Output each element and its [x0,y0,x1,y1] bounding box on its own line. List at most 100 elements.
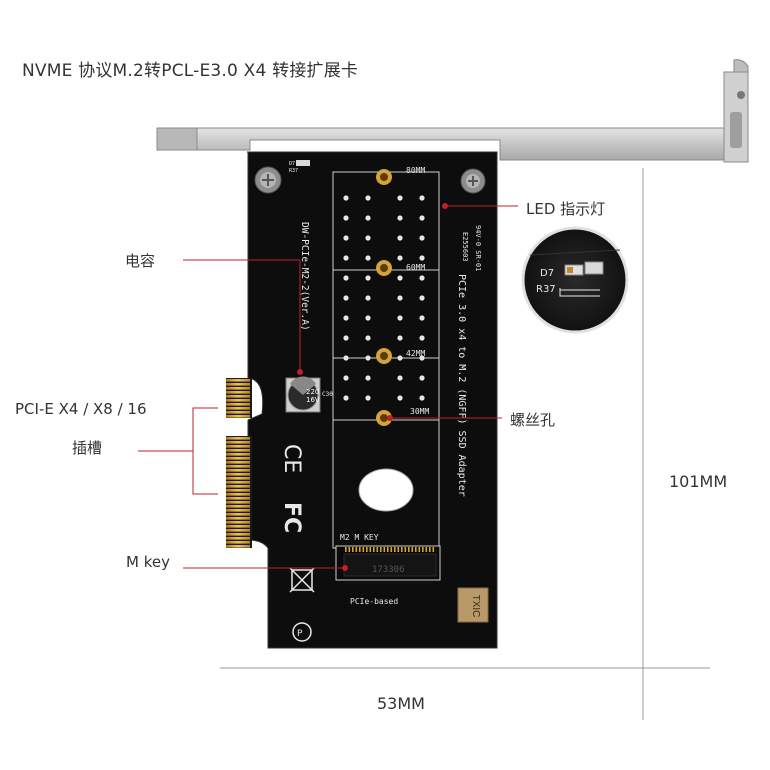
vent-dot [397,275,403,281]
m2-connector-pin [345,547,347,552]
vent-dot [419,315,425,321]
m2-connector-pin [404,547,407,552]
vent-dot [397,375,403,381]
gold-finger-pin [226,441,250,444]
vent-dot [419,395,425,401]
m2-connector-pin [359,547,361,552]
vent-dot [419,275,425,281]
gold-finger-pin [226,453,250,456]
m2-connector-pin [390,547,393,552]
width-dimension: 53MM [377,694,425,713]
vent-dot [419,355,425,361]
vent-dot [343,335,349,341]
vent-dot [419,235,425,241]
gold-finger-pin [226,457,250,460]
vent-dot-grid [343,195,425,401]
length-80mm: 80MM [406,166,425,175]
ce-mark-icon: CE [279,444,304,473]
m2-connector-pin [432,547,435,552]
pcie-slot-label: PCI-E X4 / X8 / 16 [15,400,147,418]
mount-hole-42mm [376,348,392,364]
m2-connector-pin [362,547,365,552]
gold-finger-pin [226,379,250,382]
vent-dot [365,195,371,201]
vent-dot [365,395,371,401]
vent-dot [397,395,403,401]
mount-hole-60mm [376,260,392,276]
m2-connector-pin [397,547,400,552]
m2-connector-pin [366,547,368,552]
capacitor-ref: C30 [322,391,333,398]
length-42mm: 42MM [406,349,425,358]
vent-dot [397,235,403,241]
vent-dot [365,255,371,261]
pcie-slot-label-2: 插槽 [72,439,103,457]
gold-finger-pin [226,509,250,512]
gold-finger-pin [226,473,250,476]
gold-finger-pin [226,525,250,528]
m2-connector-pin [411,547,414,552]
vent-dot [419,215,425,221]
svg-text:FC: FC [279,502,304,533]
gold-finger-pin [226,481,250,484]
m2-connector-pin [383,547,386,552]
gold-finger-pin [226,501,250,504]
m2-connector: 173306 [335,545,441,581]
m2-connector-pin [348,547,351,552]
mount-hole-30mm [376,410,392,426]
vent-dot [343,295,349,301]
height-dimension: 101MM [669,472,728,491]
oval-cutout [358,468,414,512]
m2-connector-pin [408,547,410,552]
gold-finger-pin [226,465,250,468]
capacitor-value: 220 [306,388,319,396]
gold-finger-pin [226,533,250,536]
pcie-based-label: PCIe-based [350,597,398,606]
cert-code-silkscreen: E255603 [461,232,469,262]
vent-dot [419,195,425,201]
m2-connector-pin [355,547,358,552]
gold-finger-pin [226,391,250,394]
zoom-r37-label: R37 [536,284,556,295]
gold-finger-pin [226,545,250,548]
vent-dot [365,275,371,281]
weee-bin-icon [289,567,315,593]
vent-dot [365,315,371,321]
length-60mm: 60MM [406,263,425,272]
length-30mm: 30MM [410,407,429,416]
led-ref-d7: D7 [289,161,295,167]
m2-connector-pin [425,547,428,552]
metal-bracket [156,59,749,163]
zoom-d7-label: D7 [540,268,554,279]
vent-dot [365,375,371,381]
m2-connector-pin [422,547,424,552]
led-zoom-inset: D7 R37 [521,226,629,334]
gold-finger-pin [226,411,250,414]
m2-connector-pin [429,547,431,552]
capacitor-label: 电容 [125,252,156,270]
board-screw-icon [254,166,282,194]
gold-finger-pin [226,449,250,452]
gold-finger-pin [226,497,250,500]
gold-finger-pin [226,477,250,480]
vent-dot [419,375,425,381]
led-ref-r37: R37 [289,168,298,174]
m2-connector-pin [376,547,379,552]
model-silkscreen: DW-PCIe-M2-2(Ver.A) [299,222,310,331]
vent-dot [397,315,403,321]
vent-dot [397,335,403,341]
svg-text:P: P [297,629,303,639]
gold-finger-pin [226,383,250,386]
gold-finger-pin [226,407,250,410]
vent-dot [365,215,371,221]
callout-lines [138,203,518,571]
vent-dot [343,375,349,381]
capacitor-rating: 16V [306,396,320,404]
m2-connector-pin [369,547,372,552]
txic-brand-logo: TXIC [457,587,489,623]
m2-key-label: M2 M KEY [340,533,379,542]
gold-finger-pin [226,415,250,418]
vent-dot [343,255,349,261]
vent-dot [397,195,403,201]
